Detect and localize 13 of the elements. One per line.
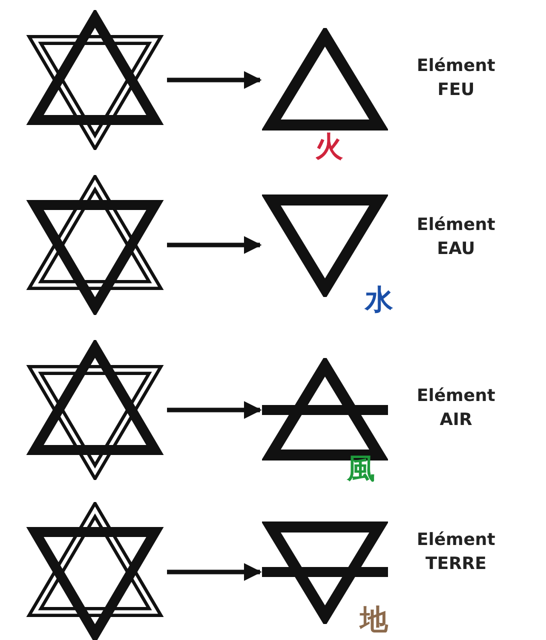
character-label: 地 [360,603,388,637]
hexagram-icon [25,340,165,480]
hexagram-icon [25,502,165,640]
element-label: Elément TERRE [416,529,496,576]
hexagram-icon [25,10,165,150]
character-label: 火 [315,130,343,164]
triangle-symbol [262,28,388,132]
character-label: 風 [347,452,375,486]
element-label: Elément FEU [416,55,496,102]
character-label: 水 [365,283,393,317]
element-label: Elément EAU [416,214,496,261]
hexagram-icon [25,175,165,315]
element-label: Elément AIR [416,385,496,432]
